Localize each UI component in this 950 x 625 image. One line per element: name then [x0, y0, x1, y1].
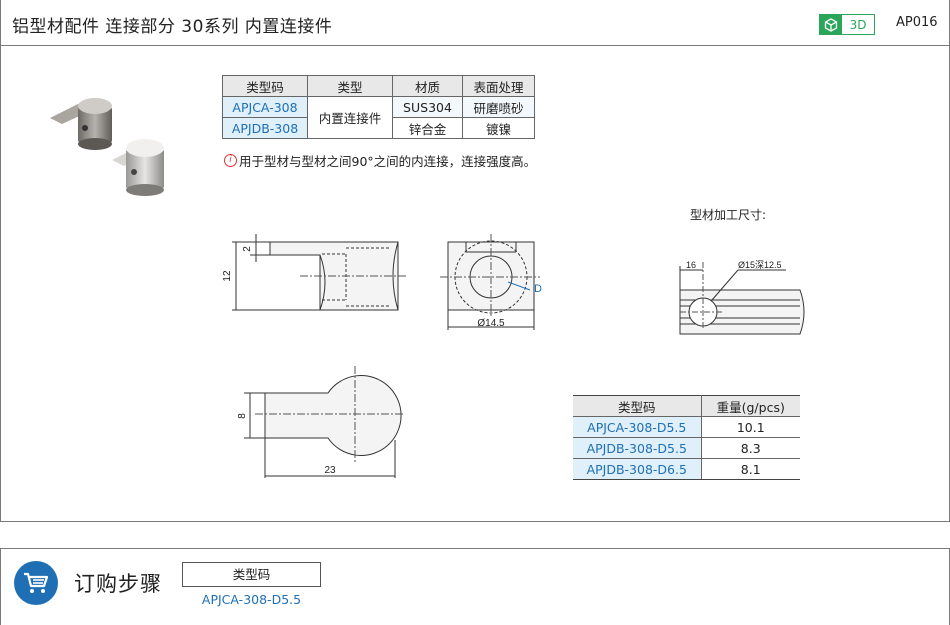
info-icon: i: [224, 154, 237, 167]
technical-drawings: 12 2 Ø14.5 D 8 23: [222, 234, 805, 478]
spec-material-cell: SUS304: [392, 96, 463, 118]
order-example-value[interactable]: APJCA-308-D5.5: [201, 592, 302, 607]
dim-8: 8: [237, 413, 248, 419]
dim-2: 2: [242, 246, 253, 252]
cube-icon: [820, 15, 842, 34]
product-photo: [50, 98, 164, 196]
dim-23: 23: [324, 465, 336, 476]
product-code: AP016: [896, 15, 938, 30]
weight-value-cell: 8.1: [701, 458, 800, 480]
spec-material-cell: 锌合金: [392, 117, 463, 139]
weight-value-cell: 8.3: [701, 437, 800, 459]
spec-code-cell[interactable]: APJCA-308: [222, 96, 308, 118]
page-title: 铝型材配件 连接部分 30系列 内置连接件: [12, 17, 333, 37]
spec-header-material: 材质: [392, 75, 463, 97]
dim-16: 16: [686, 260, 696, 270]
weight-header-weight: 重量(g/pcs): [701, 395, 800, 417]
weight-code-cell[interactable]: APJDB-308-D5.5: [573, 437, 702, 459]
weight-header-code: 类型码: [573, 395, 702, 417]
dim-d-label: D: [534, 283, 542, 295]
weight-value-cell: 10.1: [701, 416, 800, 438]
header-divider: [0, 45, 950, 46]
order-steps-title: 订购步骤: [74, 572, 162, 596]
spec-header-finish: 表面处理: [462, 75, 535, 97]
dim-diameter-14-5: Ø14.5: [477, 318, 505, 329]
usage-note-text: 用于型材与型材之间90°之间的内连接，连接强度高。: [239, 154, 537, 169]
cart-icon: [14, 561, 58, 605]
dim-hole: Ø15深12.5: [738, 260, 782, 270]
weight-table: 类型码 重量(g/pcs) APJCA-308-D5.5 10.1 APJDB-…: [573, 395, 800, 480]
spec-finish-cell: 镀镍: [462, 117, 535, 139]
spec-table: 类型码 类型 材质 表面处理 APJCA-308 内置连接件 SUS304 研磨…: [222, 75, 535, 139]
spec-type-cell: 内置连接件: [307, 96, 393, 139]
spec-code-cell[interactable]: APJDB-308: [222, 117, 308, 139]
weight-code-cell[interactable]: APJCA-308-D5.5: [573, 416, 702, 438]
order-type-code-box: 类型码: [182, 562, 321, 587]
dim-12: 12: [222, 270, 233, 282]
3d-label: 3D: [849, 17, 867, 32]
processing-dimension-label: 型材加工尺寸:: [690, 208, 767, 222]
3d-model-button[interactable]: 3D: [819, 14, 875, 35]
usage-note: i 用于型材与型材之间90°之间的内连接，连接强度高。: [224, 151, 536, 170]
weight-code-cell[interactable]: APJDB-308-D6.5: [573, 458, 702, 480]
